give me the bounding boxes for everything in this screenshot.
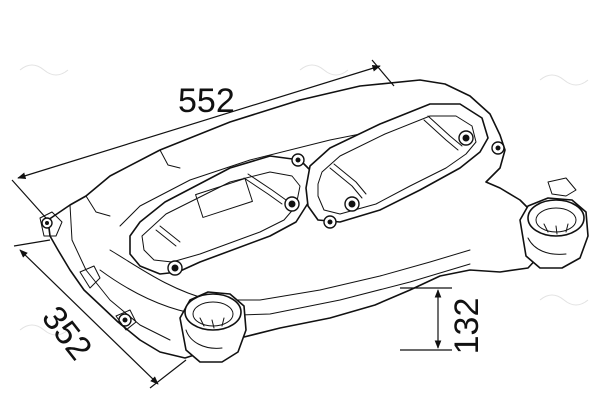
dimension-line-width (19, 249, 159, 385)
dimension-line-length (17, 65, 381, 179)
dimension-length: 552 (11, 59, 395, 219)
bolt (323, 215, 337, 229)
left-coolant-port (179, 291, 247, 363)
bolt (284, 196, 300, 212)
bolt (344, 196, 360, 212)
mounting-bolts (41, 130, 505, 327)
right-cover-plate (305, 103, 489, 223)
bolt (167, 260, 183, 276)
dimension-width-label: 352 (34, 299, 99, 367)
dimension-height: 132 (400, 287, 486, 355)
dimension-length-label: 552 (178, 82, 235, 120)
bolt (41, 217, 53, 229)
bolt (491, 141, 505, 155)
right-coolant-port (519, 177, 589, 269)
bolt (291, 153, 305, 167)
bolt (118, 313, 132, 327)
dimension-height-label: 132 (448, 298, 486, 355)
bolt (458, 130, 474, 146)
label-plate (195, 178, 253, 218)
